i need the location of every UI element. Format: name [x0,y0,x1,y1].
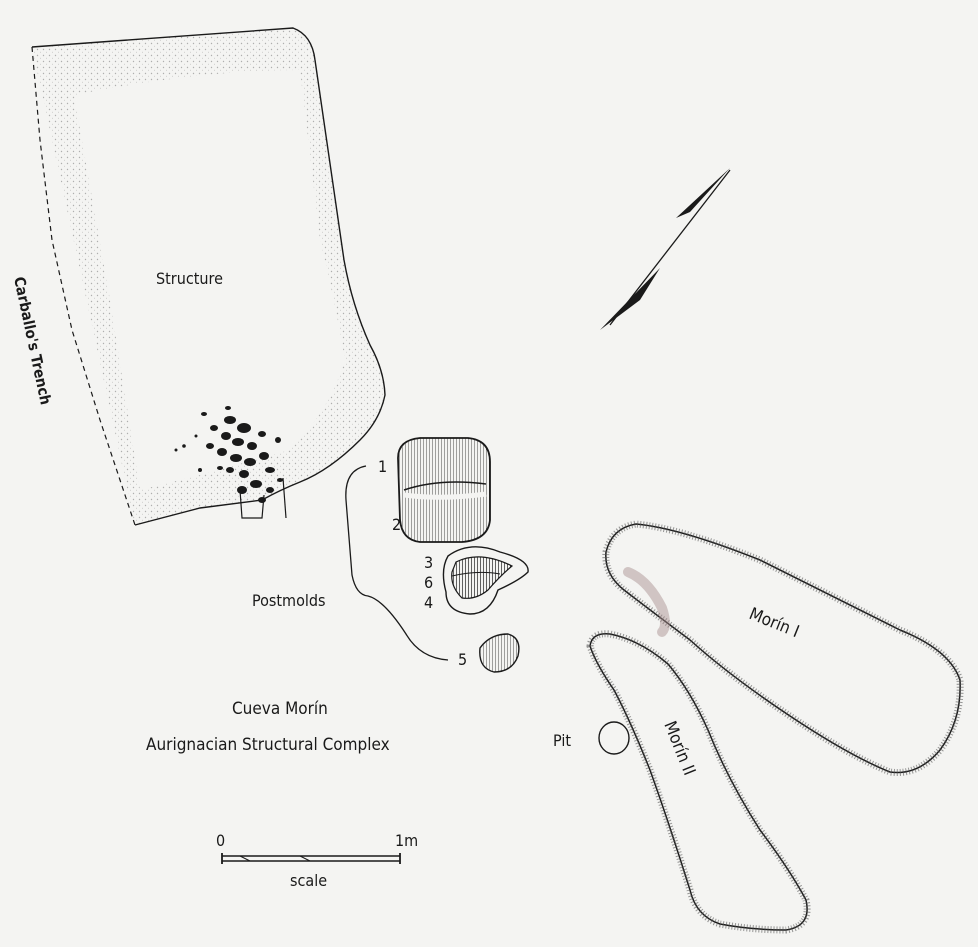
scale-end: 1m [395,831,418,850]
morin-2-burial [586,630,811,934]
scale-label: scale [290,871,327,890]
stone-cluster [174,406,283,503]
postmold-1-number: 1 [378,457,387,476]
postmold-1-2 [397,437,491,543]
postmolds-bracket [345,465,449,661]
postmolds-label: Postmolds [252,591,326,610]
scale-bar [221,853,401,864]
postmold-6-number: 6 [424,573,433,592]
postmold-3-6-4 [442,546,529,615]
pit-label: Pit [553,731,571,750]
scale-start: 0 [216,831,225,850]
structure-area [31,27,386,526]
north-arrow-icon [600,168,731,330]
postmold-5 [479,633,520,673]
morin-1-burial [602,520,964,777]
postmold-5-number: 5 [458,650,467,669]
postmold-4-number: 4 [424,593,433,612]
postmold-2-number: 2 [392,515,401,534]
structure-label: Structure [156,269,223,288]
pit-feature [598,721,630,755]
postmold-3-number: 3 [424,553,433,572]
title-line-1: Cueva Morín [232,699,328,719]
title-line-2: Aurignacian Structural Complex [146,735,390,755]
trench-label: Carballo's Trench [10,275,55,406]
